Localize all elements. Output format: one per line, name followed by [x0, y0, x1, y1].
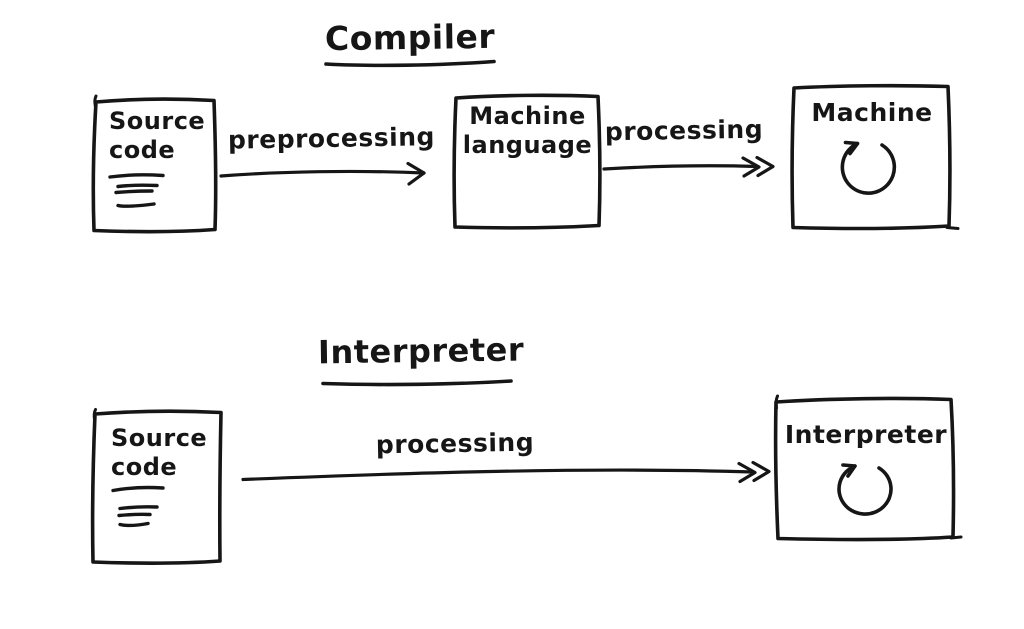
source-code-label-line2: code [111, 453, 178, 482]
processing-arrow [241, 468, 755, 482]
processing-arrow-label: processing [604, 114, 764, 147]
machine-language-box-outline [452, 93, 602, 230]
processing-arrow-head [741, 155, 775, 178]
compiler-title-underline [324, 59, 496, 68]
preprocessing-arrow-head [406, 161, 426, 186]
source-code-box-outline [91, 97, 218, 234]
source-code-box-label: Source code [109, 107, 205, 166]
source-code-box-outline [90, 409, 223, 565]
loop-arrow-icon [837, 463, 893, 516]
preprocessing-arrow-label: preprocessing [227, 122, 436, 155]
interpreter-box-label: Interpreter [784, 420, 948, 449]
box-corner-tick [774, 394, 779, 410]
source-code-box-label: Source code [111, 424, 207, 483]
processing-arrow-label: processing [375, 427, 535, 460]
source-code-label-line1: Source [109, 107, 206, 135]
compiler-diagram [91, 59, 960, 234]
document-lines-icon [111, 485, 165, 528]
interpreter-title-underline [321, 379, 513, 387]
source-code-label-line2: code [109, 136, 176, 165]
preprocessing-arrow [219, 169, 426, 178]
loop-arrow-icon [840, 140, 897, 195]
interpreter-diagram [90, 379, 963, 565]
box-corner-tick [93, 94, 98, 109]
box-corner-tick [92, 408, 97, 422]
machine-language-label-line1: Machine [469, 102, 586, 130]
source-code-label-line1: Source [111, 424, 208, 452]
compiler-title: Compiler [324, 16, 496, 59]
interpreter-title: Interpreter [317, 330, 525, 372]
machine-language-label-line2: language [462, 131, 593, 160]
processing-arrow [602, 164, 759, 171]
machine-language-box-label: Machine language [456, 102, 599, 161]
processing-arrow-head [737, 460, 771, 484]
box-corner-tick [945, 226, 960, 230]
machine-box-outline [790, 83, 952, 231]
box-corner-tick [949, 535, 963, 540]
document-lines-icon [108, 173, 165, 208]
machine-box-label: Machine [811, 98, 933, 127]
